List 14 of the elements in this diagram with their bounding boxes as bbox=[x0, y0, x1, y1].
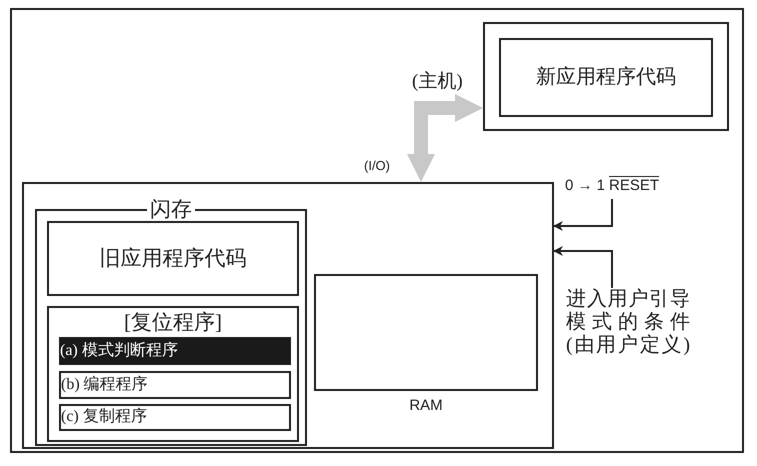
note-text: 进入用户引导模式的条件(由用户定义) bbox=[566, 288, 690, 378]
routine-box: (c) 复制程序 bbox=[59, 404, 291, 431]
group-title: [复位程序] bbox=[124, 310, 222, 334]
arrow bbox=[553, 199, 613, 231]
port-label: (主机) bbox=[412, 70, 463, 94]
code-box: 新应用程序代码 bbox=[499, 38, 713, 117]
signal-label: 0 → 1 RESET bbox=[565, 177, 700, 199]
code-box: 旧应用程序代码 bbox=[47, 221, 299, 296]
arrow bbox=[553, 246, 613, 288]
routine-box: (a) 模式判断程序 bbox=[59, 337, 291, 365]
port-label: (I/O) bbox=[364, 158, 390, 173]
bus-arrow bbox=[407, 94, 483, 182]
routine-group-box bbox=[47, 306, 299, 442]
routine-box: (b) 编程程序 bbox=[59, 371, 291, 399]
